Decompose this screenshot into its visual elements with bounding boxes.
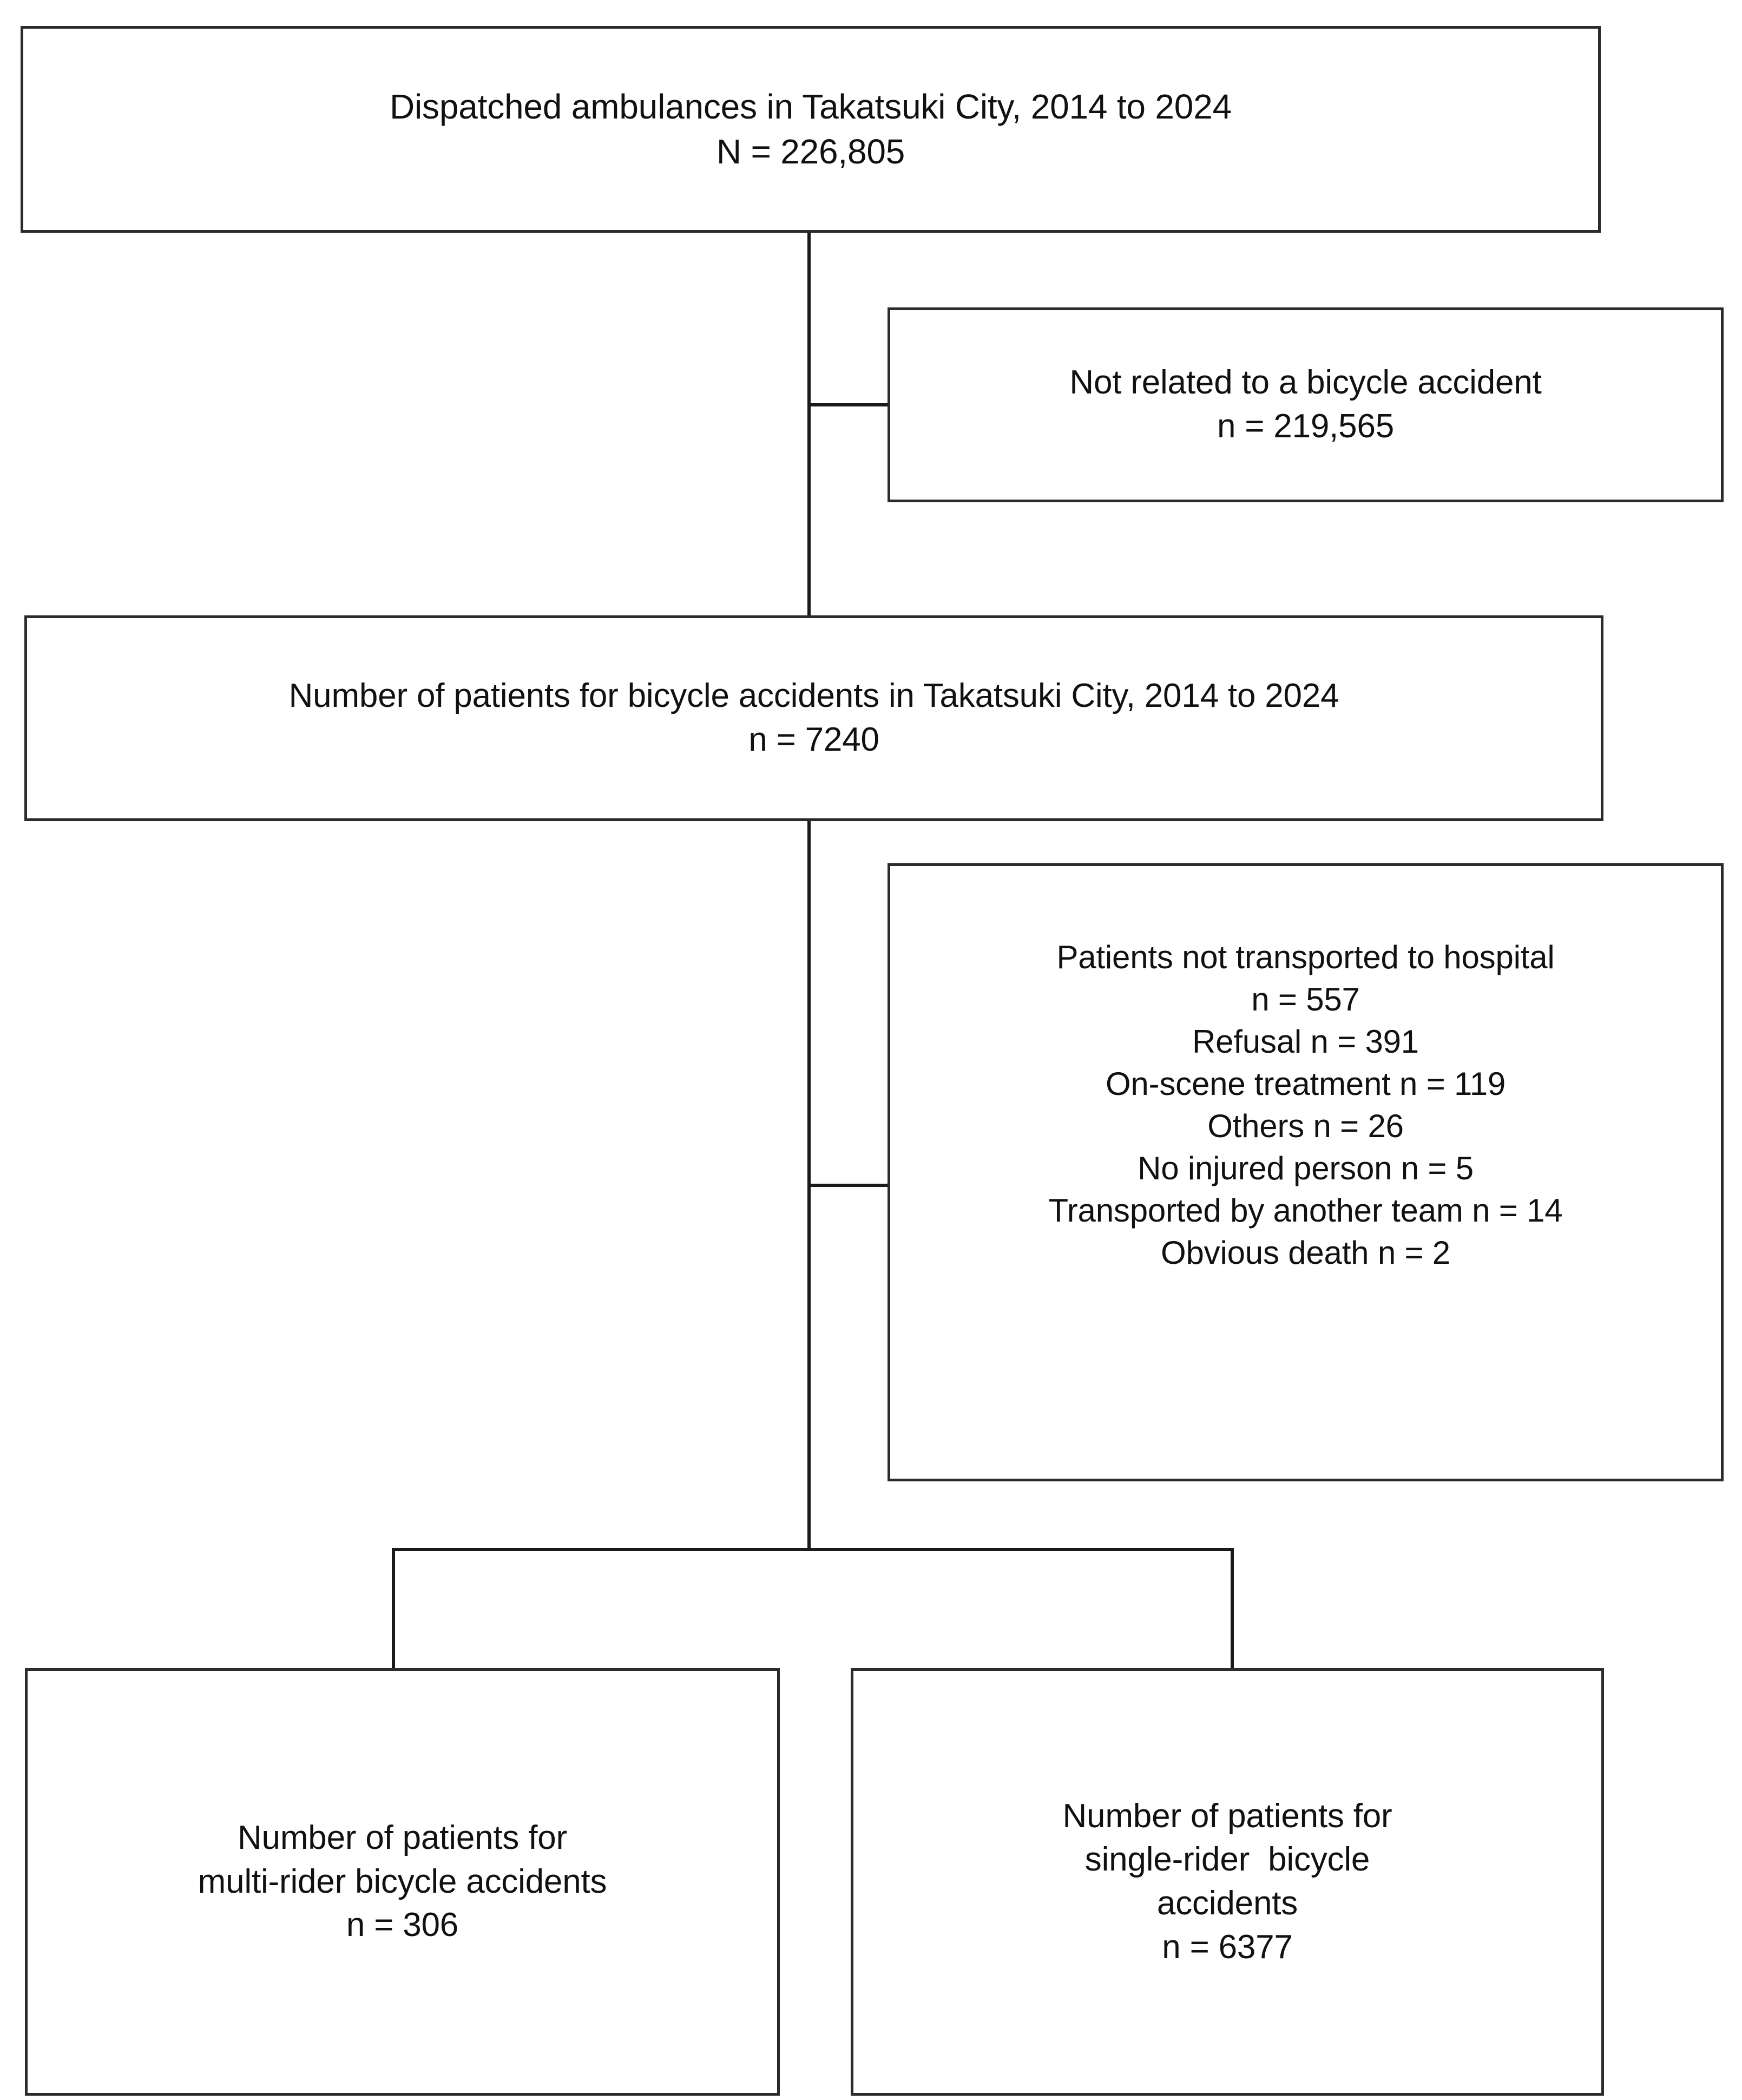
node-excluded-not-transported: Patients not transported to hospital n =… bbox=[888, 863, 1724, 1481]
not-transported-others: Others n = 26 bbox=[1207, 1108, 1404, 1144]
not-transported-count: n = 557 bbox=[1251, 981, 1360, 1018]
node-bicycle-cohort: Number of patients for bicycle accidents… bbox=[24, 615, 1603, 821]
bicycle-cohort-count: n = 7240 bbox=[748, 721, 879, 758]
node-source-population: Dispatched ambulances in Takatsuki City,… bbox=[21, 26, 1601, 233]
not-transported-obvious-death: Obvious death n = 2 bbox=[1161, 1235, 1450, 1271]
node-excluded-not-bicycle: Not related to a bicycle accident n = 21… bbox=[888, 307, 1724, 502]
connector-source-to-cohort bbox=[807, 233, 811, 618]
multi-rider-title-line-2: multi-rider bicycle accidents bbox=[198, 1862, 607, 1900]
node-multi-rider: Number of patients for multi-rider bicyc… bbox=[25, 1668, 780, 2096]
not-transported-refusal: Refusal n = 391 bbox=[1192, 1023, 1419, 1060]
connector-branch-not-bicycle bbox=[807, 403, 891, 406]
connector-drop-single-rider bbox=[1231, 1548, 1234, 1670]
single-rider-title-line-3: accidents bbox=[1156, 1885, 1298, 1922]
excluded-not-bicycle-count: n = 219,565 bbox=[1217, 408, 1395, 445]
single-rider-count: n = 6377 bbox=[1162, 1928, 1293, 1966]
excluded-not-bicycle-label: Not related to a bicycle accident bbox=[1069, 364, 1542, 402]
connector-branch-not-transported bbox=[807, 1184, 891, 1187]
connector-drop-multi-rider bbox=[392, 1548, 395, 1670]
not-transported-on-scene-treatment: On-scene treatment n = 119 bbox=[1105, 1066, 1506, 1102]
source-population-count: N = 226,805 bbox=[716, 132, 905, 171]
single-rider-title-line-1: Number of patients for bbox=[1062, 1797, 1392, 1835]
node-single-rider: Number of patients for single-rider bicy… bbox=[851, 1668, 1604, 2096]
not-transported-another-team: Transported by another team n = 14 bbox=[1048, 1192, 1563, 1229]
single-rider-title-line-2: single-rider bicycle bbox=[1084, 1841, 1370, 1879]
not-transported-label: Patients not transported to hospital bbox=[1056, 939, 1555, 975]
not-transported-no-injured-person: No injured person n = 5 bbox=[1138, 1150, 1474, 1186]
multi-rider-count: n = 306 bbox=[346, 1906, 459, 1944]
multi-rider-title-line-1: Number of patients for bbox=[237, 1819, 567, 1857]
connector-fork-bar bbox=[392, 1548, 1234, 1551]
source-population-title: Dispatched ambulances in Takatsuki City,… bbox=[390, 87, 1232, 126]
bicycle-cohort-title: Number of patients for bicycle accidents… bbox=[288, 677, 1339, 715]
